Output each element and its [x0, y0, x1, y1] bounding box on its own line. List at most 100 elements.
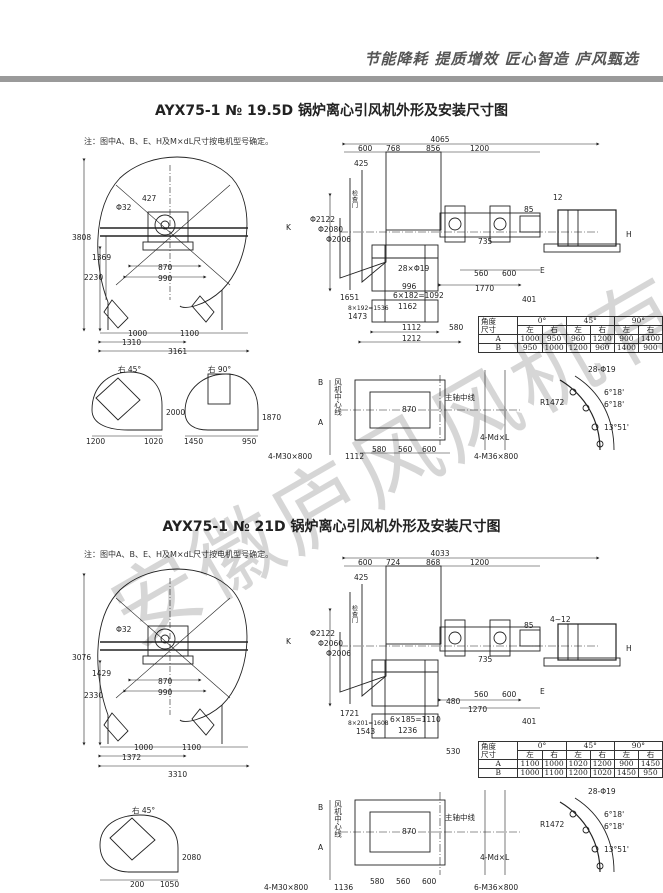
d2-dim-724: 724 — [386, 558, 401, 567]
d2-dim-a618b: 6°18' — [604, 822, 624, 831]
d1-dim-1020: 1020 — [144, 437, 163, 446]
d1-table-cell: 1400 — [613, 343, 639, 353]
d2-dim-1136: 1136 — [334, 883, 353, 892]
table-row: A 1000 950 960 1200 900 1400 — [477, 334, 663, 344]
drawing2-small-view — [99, 814, 179, 881]
d1-dim-3161: 3161 — [168, 347, 187, 356]
d1-dim-1770: 1770 — [475, 284, 494, 293]
d1-dim-950: 950 — [242, 437, 257, 446]
d1-table-cell: 960 — [589, 343, 615, 353]
d1-table-cell: 950 — [517, 343, 543, 353]
d2-dim-r1472: R1472 — [540, 820, 565, 829]
d1-dim-12: 12 — [553, 193, 563, 202]
d1-dim-600c: 600 — [422, 445, 437, 454]
d1-dim-4065: 4065 — [430, 135, 449, 144]
d1-dim-560: 560 — [474, 269, 489, 278]
d1-dim-1100: 1100 — [180, 329, 199, 338]
d1-dim-r1472: R1472 — [540, 398, 565, 407]
d1-dim-1473: 1473 — [348, 312, 367, 321]
d2-dim-8x201: 8×201=1608 — [348, 720, 389, 727]
d1-table-angle-45: 45° — [565, 316, 615, 326]
d2-table-cell: 1100 — [541, 768, 567, 778]
d1-dim-560b: 560 — [398, 445, 413, 454]
d2-table-size-label: 尺寸 — [481, 749, 496, 759]
d2-label-inspect: 检查门 — [351, 604, 358, 624]
d1-label-E: E — [540, 266, 545, 275]
d1-label-H: H — [626, 230, 632, 239]
d1-dim-427: 427 — [142, 194, 157, 203]
d1-dim-1162: 1162 — [398, 302, 417, 311]
d2-dim-28phi19: 28-Φ19 — [588, 787, 616, 796]
d1-label-inspect: 检查门 — [351, 189, 358, 209]
d1-dim-1369: 1369 — [92, 253, 111, 262]
d2-dim-200: 200 — [130, 880, 145, 889]
drawing1-plan-view — [329, 370, 520, 455]
d1-table-size-label: 尺寸 — [481, 324, 496, 334]
d1-dim-4mdl: 4-Md×L — [480, 433, 510, 442]
d1-dim-a618a: 6°18' — [604, 388, 624, 397]
d2-label-K: K — [286, 637, 292, 646]
d1-dim-870: 870 — [158, 263, 173, 272]
d1-dim-phi2006: Φ2006 — [326, 235, 351, 244]
drawing2-flange-detail — [559, 797, 615, 873]
d2-label-E: E — [540, 687, 545, 696]
d2-dim-2330: 2330 — [84, 691, 103, 700]
d1-label-right90: 右 90° — [208, 364, 231, 374]
drawing1-flange-detail — [559, 375, 615, 451]
d1-dim-990: 990 — [158, 274, 173, 283]
d1-table-angle-90: 90° — [613, 316, 663, 326]
d2-dim-600b: 600 — [502, 690, 517, 699]
d1-dim-856: 856 — [426, 144, 441, 153]
d1-dim-4m30: 4-M30×800 — [268, 452, 312, 461]
page-header: 节能降耗 提质增效 匠心智造 庐风甄选 — [0, 0, 663, 90]
d1-table-cell: 1200 — [565, 343, 591, 353]
d2-table-angle-0: 0° — [517, 741, 567, 751]
d2-dim-4mdl: 4-Md×L — [480, 853, 510, 862]
d2-table-cell: 1000 — [517, 768, 543, 778]
d2-dim-560: 560 — [474, 690, 489, 699]
d2-dim-1270: 1270 — [468, 705, 487, 714]
d2-dim-425: 425 — [354, 573, 369, 582]
d2-dim-4m30: 4-M30×800 — [264, 883, 308, 892]
d2-table-cell: 950 — [637, 768, 663, 778]
d2-dim-a618a: 6°18' — [604, 810, 624, 819]
d1-table-cell: 900 — [637, 343, 663, 353]
drawing2-side-view — [82, 568, 250, 768]
d1-dim-85: 85 — [524, 205, 534, 214]
drawing2-size-table: 角度 尺寸 0° 45° 90° 左 右 左 右 左 右 A 1100 1000… — [477, 741, 663, 778]
d2-dim-1372: 1372 — [122, 753, 141, 762]
table-row: B 950 1000 1200 960 1400 900 — [477, 343, 663, 353]
drawing1-title: AYX75-1 № 19.5D 锅炉离心引风机外形及安装尺寸图 — [154, 103, 509, 119]
d1-dim-425: 425 — [354, 159, 369, 168]
drawing1-side-view — [82, 156, 250, 353]
d2-dim-480: 480 — [446, 697, 461, 706]
d1-label-fan-center: 风机中心线 — [333, 378, 342, 416]
d1-label-shaft: 主轴中线 — [445, 392, 475, 402]
d2-dim-1543: 1543 — [356, 727, 375, 736]
d1-dim-28x19: 28×Φ19 — [398, 264, 430, 273]
d1-dim-1450: 1450 — [184, 437, 203, 446]
d1-label-A: A — [318, 418, 324, 427]
d1-dim-1870: 1870 — [262, 413, 281, 422]
d2-table-angle-label: 角度 — [481, 741, 496, 751]
d2-label-fan-center: 风机中心线 — [333, 800, 342, 838]
d1-dim-a1351: 13°51' — [604, 423, 629, 432]
d1-dim-2230: 2230 — [84, 273, 103, 282]
d2-dim-580: 580 — [370, 877, 385, 886]
d2-dim-868: 868 — [426, 558, 441, 567]
d2-dim-4_12: 4~12 — [550, 615, 571, 624]
d1-dim-580: 580 — [449, 323, 464, 332]
d1-dim-phi32: Φ32 — [116, 203, 132, 212]
drawing1-note: 注：图中A、B、E、H及M×dL尺寸按电机型号确定。 — [84, 137, 274, 146]
d1-dim-735: 735 — [478, 237, 493, 246]
header-rule — [0, 76, 663, 82]
d2-dim-1100: 1100 — [182, 743, 201, 752]
d2-label-A: A — [318, 843, 324, 852]
d2-dim-phi2060: Φ2060 — [318, 639, 343, 648]
d2-table-row-name: B — [477, 768, 519, 778]
d1-dim-3808: 3808 — [72, 233, 91, 242]
d1-dim-1112: 1112 — [402, 323, 421, 332]
d2-dim-3076: 3076 — [72, 653, 91, 662]
d2-dim-1429: 1429 — [92, 669, 111, 678]
drawing2-title: AYX75-1 № 21D 锅炉离心引风机外形及安装尺寸图 — [162, 519, 501, 535]
